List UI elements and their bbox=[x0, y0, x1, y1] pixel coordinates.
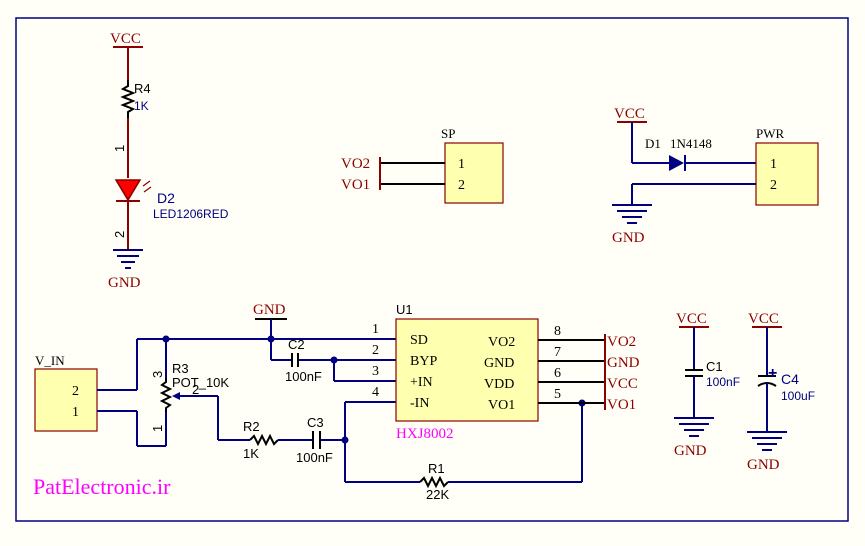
r3-pin2: 2 bbox=[192, 382, 199, 397]
u1-pin-1-num: 1 bbox=[372, 322, 379, 337]
led-d2-symbol bbox=[114, 179, 142, 202]
svg-text:+: + bbox=[768, 365, 777, 382]
vin-connector-body bbox=[34, 368, 98, 432]
power-connector: VCC D1 1N4148 PWR 1 2 GND bbox=[612, 106, 819, 246]
u1-pin-4-name: -IN bbox=[410, 396, 429, 411]
d2-value: LED1206RED bbox=[153, 207, 229, 221]
net-label-gnd-led: GND bbox=[108, 275, 141, 291]
c2-value: 100nF bbox=[285, 369, 322, 384]
c4-designator: C4 bbox=[781, 371, 799, 387]
resistor-r4 bbox=[120, 80, 136, 118]
r1-designator: R1 bbox=[428, 461, 445, 476]
sp-pin2: 2 bbox=[458, 178, 465, 193]
u1-pin-1-name: SD bbox=[410, 333, 428, 348]
net-label-vcc: VCC bbox=[110, 31, 141, 47]
vin-designator: V_IN bbox=[35, 353, 65, 368]
u1-pin-3-num: 3 bbox=[372, 364, 379, 379]
r3-pin1: 1 bbox=[150, 425, 165, 432]
input-connector: V_IN 2 1 bbox=[34, 353, 137, 432]
pwr-designator: PWR bbox=[756, 126, 785, 141]
d1-designator: D1 bbox=[645, 136, 661, 151]
pwr-pin2: 2 bbox=[770, 178, 777, 193]
r4-designator: R4 bbox=[134, 81, 151, 96]
c3-value: 100nF bbox=[296, 450, 333, 465]
u1-pin-5-name: VO1 bbox=[488, 398, 515, 413]
input-network: GND R3 POT_10K 3 2 1 C2 100nF bbox=[136, 302, 586, 502]
u1-net-vo1: VO1 bbox=[607, 397, 636, 413]
bulk-capacitor-c4: VCC + C4 100uF GND bbox=[747, 311, 815, 473]
sp-net-vo1: VO1 bbox=[341, 177, 370, 193]
potentiometer-r3 bbox=[159, 378, 173, 412]
watermark-text: PatElectronic.ir bbox=[33, 474, 171, 499]
pwr-pin1: 1 bbox=[770, 157, 777, 172]
c4-net-gnd: GND bbox=[747, 457, 780, 473]
u1-net-vo2: VO2 bbox=[607, 334, 636, 350]
r2-value: 1K bbox=[243, 446, 259, 461]
c4-value: 100uF bbox=[781, 389, 815, 403]
sheet-border bbox=[15, 17, 849, 522]
u1-designator: U1 bbox=[396, 302, 413, 317]
u1-body bbox=[395, 318, 539, 422]
r4-value: 1K bbox=[134, 99, 149, 113]
resistor-r1 bbox=[419, 475, 449, 489]
u1-pin-4-num: 4 bbox=[372, 385, 379, 400]
u1-pin-2-name: BYP bbox=[410, 354, 437, 369]
u1-pin-8-name: VO2 bbox=[488, 335, 515, 350]
r1-value: 22K bbox=[426, 487, 449, 502]
sp-net-vo2: VO2 bbox=[341, 156, 370, 172]
resistor-r2 bbox=[249, 433, 279, 447]
led-pin2-label: 2 bbox=[112, 231, 127, 238]
c1-designator: C1 bbox=[706, 359, 723, 374]
u1-part-number: HXJ8002 bbox=[396, 426, 454, 442]
u1-pin-6-name: VDD bbox=[484, 377, 514, 392]
r2-designator: R2 bbox=[243, 419, 260, 434]
u1-net-gnd: GND bbox=[607, 355, 640, 371]
c4-net-vcc: VCC bbox=[748, 311, 779, 327]
u1-pin-3-name: +IN bbox=[410, 375, 433, 390]
decoupling-c1: VCC C1 100nF GND bbox=[674, 311, 740, 459]
c1-net-vcc: VCC bbox=[676, 311, 707, 327]
diode-d1-symbol bbox=[669, 155, 684, 171]
amplifier-ic-u1: U1 HXJ8002 1 2 3 4 SD BYP +IN -IN 8 7 6 … bbox=[372, 302, 640, 442]
c1-value: 100nF bbox=[706, 375, 740, 389]
led-pin1-label: 1 bbox=[112, 145, 127, 152]
u1-pin-2-num: 2 bbox=[372, 343, 379, 358]
sp-designator: SP bbox=[441, 126, 455, 141]
d1-value: 1N4148 bbox=[670, 136, 712, 151]
vin-pin2: 2 bbox=[72, 384, 79, 399]
speaker-connector: SP 1 2 VO2 VO1 bbox=[341, 126, 504, 204]
u1-net-vcc: VCC bbox=[607, 376, 638, 392]
c3-designator: C3 bbox=[307, 415, 324, 430]
u1-pin-7-name: GND bbox=[484, 356, 514, 371]
d2-designator: D2 bbox=[157, 190, 175, 206]
vin-pin1: 1 bbox=[72, 405, 79, 420]
r3-pin3: 3 bbox=[150, 371, 165, 378]
pwr-net-gnd: GND bbox=[612, 230, 645, 246]
ic-net-gnd-top: GND bbox=[253, 302, 286, 318]
c1-net-gnd: GND bbox=[674, 443, 707, 459]
c2-designator: C2 bbox=[288, 337, 305, 352]
u1-pin-6-num: 6 bbox=[554, 366, 561, 381]
led-indicator-circuit: VCC R4 1K 1 D2 LED1206RED 2 GND bbox=[108, 31, 229, 291]
u1-pin-8-num: 8 bbox=[554, 324, 561, 339]
sp-connector-body bbox=[444, 142, 504, 204]
pwr-net-vcc: VCC bbox=[614, 106, 645, 122]
pwr-connector-body bbox=[755, 142, 819, 206]
u1-pin-5-num: 5 bbox=[554, 387, 561, 402]
r3-value: POT_10K bbox=[172, 375, 229, 390]
u1-pin-7-num: 7 bbox=[554, 345, 561, 360]
sp-pin1: 1 bbox=[458, 157, 465, 172]
r3-designator: R3 bbox=[172, 361, 189, 376]
